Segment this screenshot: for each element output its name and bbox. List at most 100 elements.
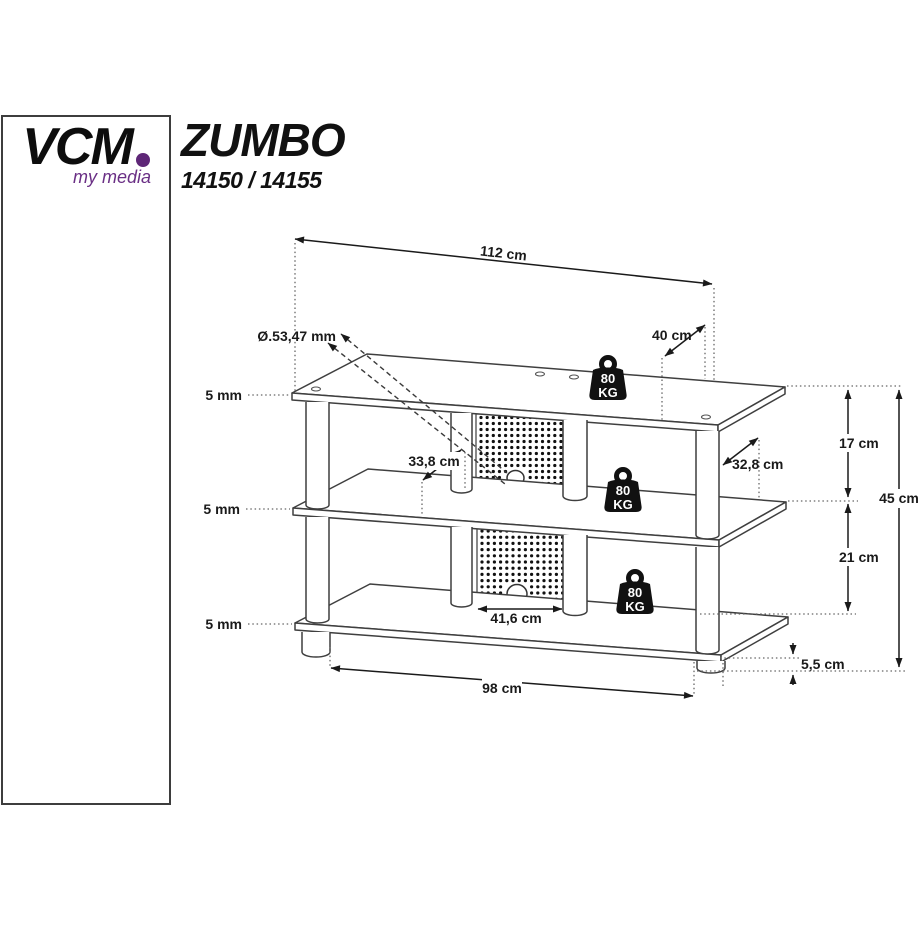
perforation-dot <box>505 572 509 577</box>
perforation-dot <box>548 548 552 552</box>
label-background <box>836 434 874 452</box>
perforation-dot <box>554 572 559 577</box>
perforation-dot <box>505 548 509 552</box>
perforation-dot <box>547 475 551 480</box>
badge-value: 80 <box>601 371 615 386</box>
perforation-dot <box>523 566 528 570</box>
perforation-dot <box>492 579 496 583</box>
perforation-dot <box>485 451 489 456</box>
perforation-dot <box>528 439 532 444</box>
perforation-dot <box>536 535 540 539</box>
perforation-dot <box>479 421 483 426</box>
perforation-dot <box>511 554 515 558</box>
perforation-dot <box>540 439 545 444</box>
perforation-dot <box>548 535 552 539</box>
perforation-dot <box>553 463 557 468</box>
perforation-dot <box>497 439 502 444</box>
perforation-dot <box>528 433 532 438</box>
product-title-block: ZUMBO 14150 / 14155 <box>181 114 346 194</box>
perforation-dot <box>504 421 508 426</box>
dimension-label: Ø.53,47 mm <box>257 328 336 344</box>
perforation-dot <box>534 445 538 450</box>
load-badge-top: 80 KG <box>589 355 627 400</box>
perforation-dot <box>530 560 534 564</box>
perforation-dot <box>554 554 559 558</box>
perforation-dot <box>516 433 520 438</box>
perforation-dot <box>548 566 552 570</box>
perforation-dot <box>479 427 483 432</box>
perforation-dot <box>517 560 521 564</box>
perforation-dot <box>486 585 490 589</box>
perforation-dot <box>540 421 545 426</box>
dimension-foot-height: 5,5 cm <box>697 643 906 685</box>
perforation-dot <box>534 463 538 468</box>
perforation-dot <box>534 469 538 474</box>
perforation-dot <box>536 554 540 558</box>
perforation-dot <box>511 548 515 552</box>
perforation-dot <box>504 463 508 468</box>
badge-unit: KG <box>625 599 645 614</box>
perforation-dot <box>530 535 534 539</box>
perforation-dot <box>510 463 514 468</box>
product-title: ZUMBO <box>181 114 346 166</box>
dimension-label: 98 cm <box>482 680 522 696</box>
perforation-dot <box>523 579 528 583</box>
perforation-dot <box>510 433 514 438</box>
perforation-dot <box>491 463 495 468</box>
dimension-glass-thickness: 5 mm 5 mm 5 mm <box>203 387 292 632</box>
perforation-dot <box>548 579 552 583</box>
perforation-dot <box>499 541 503 546</box>
perforation-dot <box>491 469 495 474</box>
perforation-dot <box>553 451 557 456</box>
perforation-dot <box>554 548 559 552</box>
perforation-dot <box>547 469 551 474</box>
perforation-dot <box>505 541 509 546</box>
dimension-label: 5,5 cm <box>801 656 845 672</box>
perforation-dot <box>516 427 520 432</box>
perforation-dot <box>542 560 546 564</box>
front-right-foot <box>696 661 726 674</box>
screw-hole <box>700 414 712 420</box>
perforation-dot <box>485 457 489 462</box>
perforation-dot <box>540 445 545 450</box>
perforation-dot <box>480 566 484 570</box>
perforation-dot <box>523 572 528 577</box>
perforation-dot <box>559 451 563 456</box>
middle-shelf <box>292 468 787 548</box>
dimension-label: 5 mm <box>205 387 242 403</box>
perforation-dot <box>491 445 495 450</box>
perforation-dot <box>523 560 528 564</box>
perforation-dot <box>516 439 520 444</box>
perforation-dot <box>491 421 495 426</box>
dimension-arrow <box>664 324 706 357</box>
perforation-dot <box>553 457 557 462</box>
dimension-arrow <box>722 437 759 466</box>
badge-body-icon <box>589 367 627 400</box>
perforation-dot <box>542 541 546 546</box>
badge-value: 80 <box>628 585 642 600</box>
perforation-dot <box>492 566 496 570</box>
callout-line <box>340 333 508 474</box>
perforation-dot <box>491 415 495 420</box>
perforation-dot <box>485 421 489 426</box>
perforation-dot <box>510 421 514 426</box>
perforation-dot <box>559 421 563 426</box>
perforation-dot <box>504 457 508 462</box>
perforation-dot <box>517 541 521 546</box>
perforation-dot <box>528 427 532 432</box>
perforation-dot <box>491 427 495 432</box>
dimension-total-height: 45 cm <box>877 389 920 668</box>
perforation-dot <box>492 585 496 589</box>
perforation-dot <box>499 548 503 552</box>
brand-name: VCM <box>22 118 134 176</box>
perforation-dot <box>479 469 483 474</box>
perforation-dot <box>480 572 484 577</box>
perforation-dot <box>534 451 538 456</box>
perforation-dot <box>499 579 503 583</box>
perforation-dot <box>511 572 515 577</box>
perforation-dot <box>480 548 484 552</box>
perforation-dot <box>511 560 515 564</box>
callout-line <box>327 342 506 485</box>
perforation-dot <box>497 457 502 462</box>
